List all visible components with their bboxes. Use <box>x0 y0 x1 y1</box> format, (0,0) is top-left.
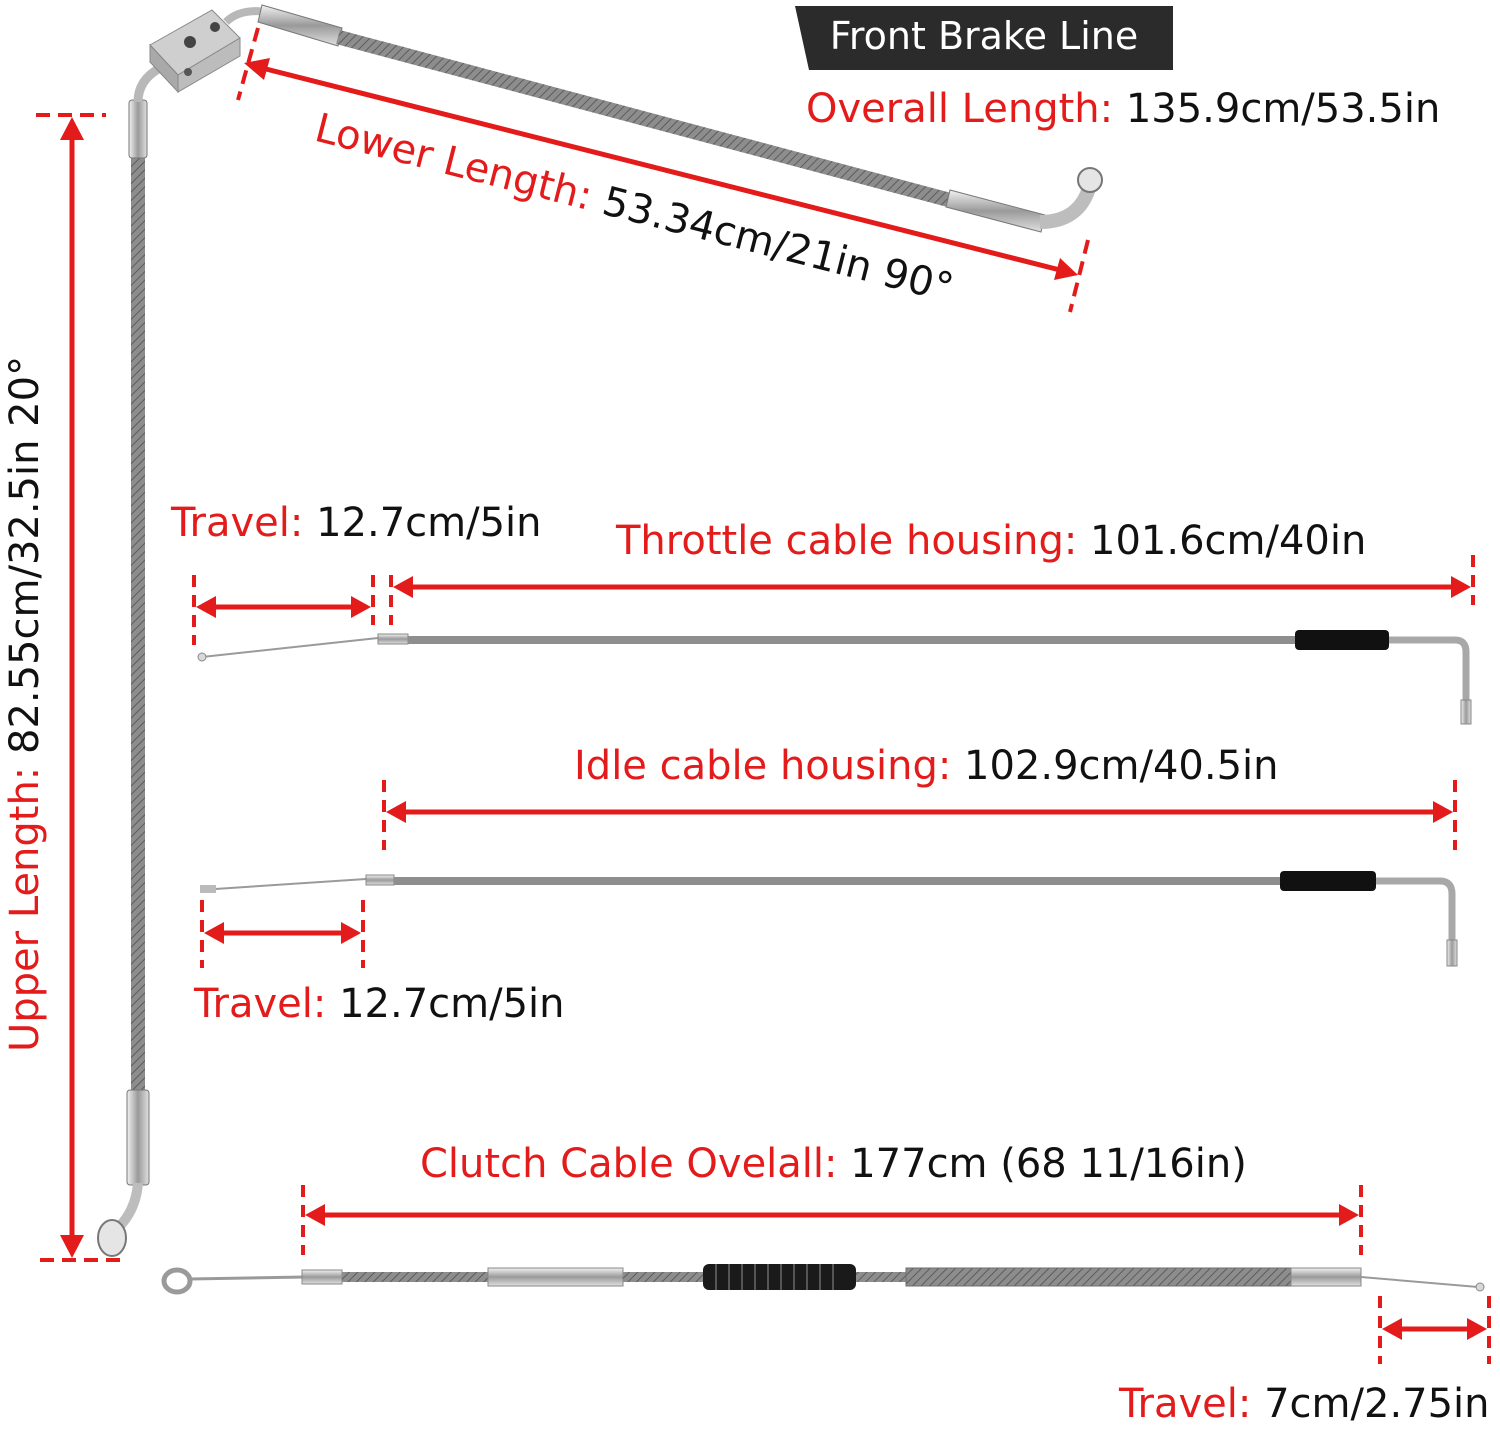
idle-sleeve <box>1280 871 1376 891</box>
throttle-housing-value: 101.6cm/40in <box>1090 518 1367 564</box>
clutch-spring <box>905 1267 1292 1287</box>
lower-top-fitting <box>257 4 343 47</box>
overall-length-label: Overall Length: 135.9cm/53.5in <box>806 89 1440 129</box>
upper-length-dimension <box>36 113 120 1262</box>
lower-end-fitting <box>945 189 1046 233</box>
upper-bend-tube <box>133 64 163 103</box>
lower-length-dimension <box>236 27 1090 313</box>
clutch-travel-value: 7cm/2.75in <box>1264 1381 1490 1427</box>
idle-housing-key: Idle cable housing: <box>574 743 952 789</box>
junction-block <box>149 9 241 94</box>
throttle-housing-dimension <box>389 555 1475 625</box>
upper-banjo <box>97 1219 127 1257</box>
upper-length-label: Upper Length: 82.55cm/32.5in 20° <box>2 355 48 1052</box>
upper-bottom-fitting <box>126 1089 150 1186</box>
clutch-eyelet <box>161 1267 193 1295</box>
clutch-overall-dimension <box>301 1185 1363 1255</box>
clutch-travel-key: Travel: <box>1119 1381 1252 1427</box>
idle-travel-label: Travel: 12.7cm/5in <box>194 984 565 1024</box>
clutch-overall-label: Clutch Cable Ovelall: 177cm (68 11/16in) <box>420 1144 1247 1184</box>
throttle-travel-dimension <box>192 575 375 645</box>
upper-20-elbow <box>114 1182 143 1232</box>
brake-line <box>97 4 1103 1257</box>
clutch-overall-value: 177cm (68 11/16in) <box>850 1141 1247 1187</box>
idle-travel-key: Travel: <box>194 981 327 1027</box>
lower-hose <box>336 30 955 208</box>
throttle-housing-key: Throttle cable housing: <box>616 518 1078 564</box>
throttle-housing-label: Throttle cable housing: 101.6cm/40in <box>616 521 1366 561</box>
idle-travel-dimension <box>200 900 365 968</box>
idle-housing-dimension <box>382 780 1457 850</box>
title-text: Front Brake Line <box>829 14 1139 58</box>
lower-banjo <box>1077 167 1103 193</box>
throttle-sleeve <box>1295 630 1389 650</box>
overall-length-key: Overall Length: <box>806 86 1114 132</box>
upper-hose <box>131 155 145 1095</box>
throttle-travel-label: Travel: 12.7cm/5in <box>171 503 542 543</box>
idle-housing-label: Idle cable housing: 102.9cm/40.5in <box>574 746 1279 786</box>
clutch-cable <box>161 1264 1485 1295</box>
upper-top-fitting <box>128 99 148 159</box>
clutch-boot <box>703 1264 856 1290</box>
upper-length-value: 82.55cm/32.5in 20° <box>2 355 48 754</box>
idle-housing-value: 102.9cm/40.5in <box>964 743 1279 789</box>
title-banner: Front Brake Line <box>795 6 1173 70</box>
clutch-overall-key: Clutch Cable Ovelall: <box>420 1141 838 1187</box>
clutch-travel-label: Travel: 7cm/2.75in <box>1119 1384 1490 1424</box>
throttle-travel-value: 12.7cm/5in <box>316 500 542 546</box>
throttle-travel-key: Travel: <box>171 500 304 546</box>
overall-length-value: 135.9cm/53.5in <box>1125 86 1441 132</box>
idle-travel-value: 12.7cm/5in <box>339 981 565 1027</box>
clutch-travel-dimension <box>1378 1296 1491 1364</box>
idle-cable <box>199 871 1458 967</box>
throttle-cable <box>197 630 1472 725</box>
upper-length-key: Upper Length: <box>2 766 48 1052</box>
